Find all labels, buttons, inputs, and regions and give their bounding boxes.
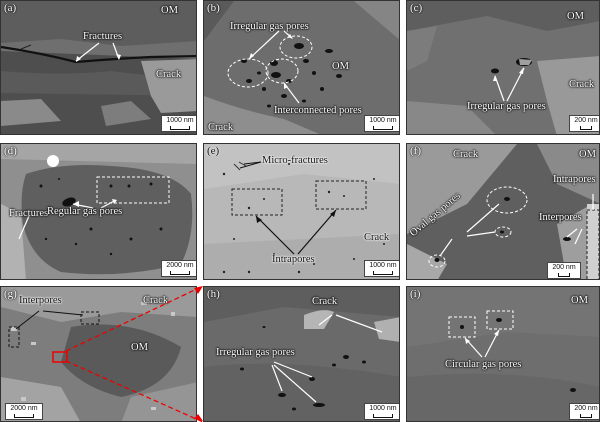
panel-h-crack-label: Crack: [312, 296, 338, 307]
panel-d-regular-label: Regular gas pores: [47, 206, 123, 217]
panel-h-scale-bar: 1000 nm: [364, 403, 399, 420]
panel-f-om-label: OM: [579, 149, 596, 160]
panel-e-image: [204, 144, 399, 279]
panel-h-image: [204, 287, 399, 421]
panel-c-om-label: OM: [567, 11, 584, 22]
panel-f-scale-bar: 200 nm: [547, 262, 581, 279]
panel-d-fractures-label: Fractures: [9, 208, 49, 219]
panel-b-scale-bar: 1000 nm: [364, 115, 399, 132]
panel-f-crack-label: Crack: [453, 149, 479, 160]
panel-c: (c) OM Crack Irregular gas pores 200 nm: [406, 0, 600, 135]
panel-i: (i) OM Circular gas pores 200 nm: [406, 286, 600, 422]
panel-d: (d) Fractures Regular gas pores 2000 nm: [0, 143, 197, 280]
panel-b: (b) Irregular gas pores OM Interconnecte…: [203, 0, 400, 135]
panel-i-circular-label: Circular gas pores: [445, 359, 522, 370]
panel-e: (e) Micro-fractures Crack Intrapores 100…: [203, 143, 400, 280]
panel-h-irregular-label: Irregular gas pores: [216, 347, 295, 358]
panel-b-irregular-label: Irregular gas pores: [230, 21, 309, 32]
panel-i-image: [407, 287, 599, 421]
panel-b-interconnected-label: Interconnected pores: [274, 105, 362, 116]
panel-i-label: (i): [410, 288, 421, 300]
panel-c-crack-label: Crack: [569, 79, 595, 90]
panel-i-scale-bar: 200 nm: [569, 403, 599, 420]
panel-g-om-label: OM: [131, 342, 148, 353]
panel-f-intrapores-label: Intrapores: [553, 174, 596, 185]
panel-g-label: (g): [4, 288, 17, 300]
panel-a-label: (a): [4, 2, 17, 14]
panel-e-intrapores-label: Intrapores: [272, 254, 315, 265]
panel-c-irregular-label: Irregular gas pores: [467, 101, 546, 112]
panel-d-label: (d): [4, 145, 17, 157]
panel-h-label: (h): [207, 288, 220, 300]
panel-f-interpores-label: Interpores: [539, 212, 582, 223]
panel-g: (g) Interpores Crack OM 2000 nm: [0, 286, 197, 422]
panel-g-scale-bar: 2000 nm: [5, 403, 43, 420]
panel-f-label: (f): [410, 145, 421, 157]
panel-c-label: (c): [410, 2, 423, 14]
panel-e-crack-label: Crack: [364, 232, 390, 243]
panel-a-crack-label: Crack: [156, 69, 182, 80]
panel-g-image: [1, 287, 196, 421]
panel-a: (a) OM Fractures Crack 1000 nm: [0, 0, 197, 135]
panel-g-crack-label: Crack: [143, 295, 169, 306]
panel-b-image: [204, 1, 399, 134]
panel-e-microfractures-label: Micro-fractures: [262, 155, 328, 166]
panel-b-crack-label: Crack: [208, 122, 234, 133]
panel-i-om-label: OM: [571, 295, 588, 306]
panel-b-label: (b): [207, 2, 220, 14]
panel-c-scale-bar: 200 nm: [569, 115, 599, 132]
panel-b-om-label: OM: [332, 61, 349, 72]
panel-g-interpores-label: Interpores: [19, 295, 62, 306]
panel-a-om-label: OM: [161, 5, 178, 16]
panel-a-fractures-label: Fractures: [83, 31, 123, 42]
panel-f-image: [407, 144, 599, 279]
panel-d-scale-bar: 2000 nm: [161, 260, 196, 277]
panel-e-label: (e): [207, 145, 220, 157]
panel-c-image: [407, 1, 599, 134]
panel-e-scale-bar: 1000 nm: [364, 260, 399, 277]
panel-f: (f) Crack OM Intrapores Interpores Oval …: [406, 143, 600, 280]
panel-d-image: [1, 144, 196, 279]
panel-h: (h) Crack Irregular gas pores 1000 nm: [203, 286, 400, 422]
panel-a-image: [1, 1, 196, 134]
panel-a-scale-bar: 1000 nm: [161, 115, 196, 132]
